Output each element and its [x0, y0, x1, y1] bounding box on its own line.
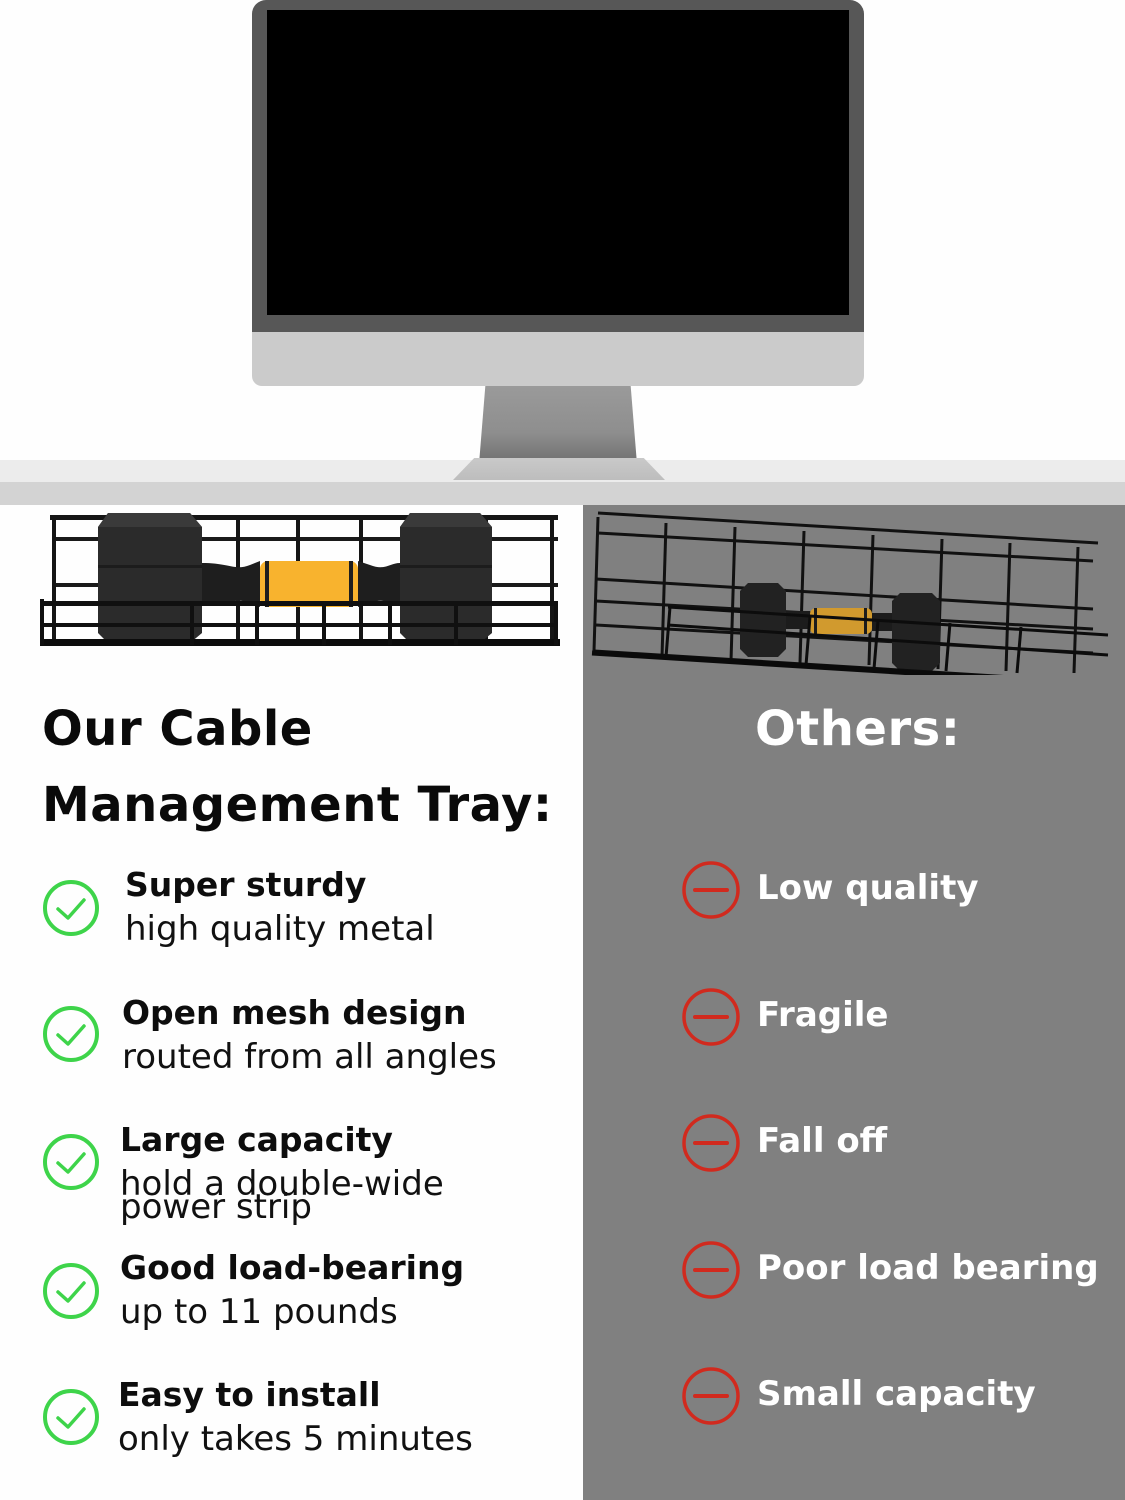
cable-tray-level-illustration — [40, 513, 560, 646]
feature-title: Good load-bearing — [120, 1248, 465, 1287]
feature-subtitle: high quality metal — [125, 909, 435, 949]
monitor-foot — [453, 458, 665, 480]
feature-title: Super sturdy — [125, 865, 367, 904]
heading-line-2: Management Tray: — [42, 777, 553, 833]
cable-tray-image-tilted — [588, 505, 1113, 675]
monitor-stand — [479, 386, 637, 464]
minus-circle-icon — [681, 860, 741, 920]
heading-line-1: Our Cable — [42, 701, 313, 757]
minus-circle-icon — [681, 1366, 741, 1426]
feature-title: Open mesh design — [122, 993, 467, 1032]
drawback-label: Small capacity — [757, 1374, 1036, 1414]
feature-subtitle: up to 11 pounds — [120, 1292, 398, 1332]
minus-circle-icon — [681, 1240, 741, 1300]
drawback-label: Fall off — [757, 1121, 888, 1161]
feature-title: Large capacity — [120, 1120, 393, 1159]
drawback-label: Poor load bearing — [757, 1248, 1099, 1288]
feature-subtitle: only takes 5 minutes — [118, 1419, 473, 1459]
check-circle-icon — [41, 1261, 101, 1321]
check-circle-icon — [41, 1004, 101, 1064]
our-product-column: Our Cable Management Tray: Super sturdy … — [0, 505, 583, 1500]
feature-subtitle: routed from all angles — [122, 1037, 497, 1077]
feature-subtitle: hold a double-wide — [120, 1164, 444, 1204]
monitor-screen — [267, 10, 849, 315]
drawback-label: Fragile — [757, 995, 889, 1035]
cable-tray-tilted-illustration — [591, 511, 1109, 675]
others-column: Others: Low quality Fragile Fall off Poo… — [583, 505, 1125, 1500]
our-product-heading: Our Cable Management Tray: — [42, 691, 582, 843]
minus-circle-icon — [681, 987, 741, 1047]
feature-subtitle-line-2: power strip — [120, 1187, 312, 1227]
drawback-label: Low quality — [757, 868, 979, 908]
cable-tray-image-level — [40, 505, 560, 648]
minus-circle-icon — [681, 1113, 741, 1173]
desk-edge — [0, 482, 1125, 505]
check-circle-icon — [41, 878, 101, 938]
desk-scene — [0, 0, 1125, 505]
check-circle-icon — [41, 1132, 101, 1192]
monitor-chin — [252, 332, 864, 386]
feature-title: Easy to install — [118, 1375, 381, 1414]
check-circle-icon — [41, 1387, 101, 1447]
others-heading: Others: — [755, 701, 961, 757]
monitor — [252, 0, 864, 386]
